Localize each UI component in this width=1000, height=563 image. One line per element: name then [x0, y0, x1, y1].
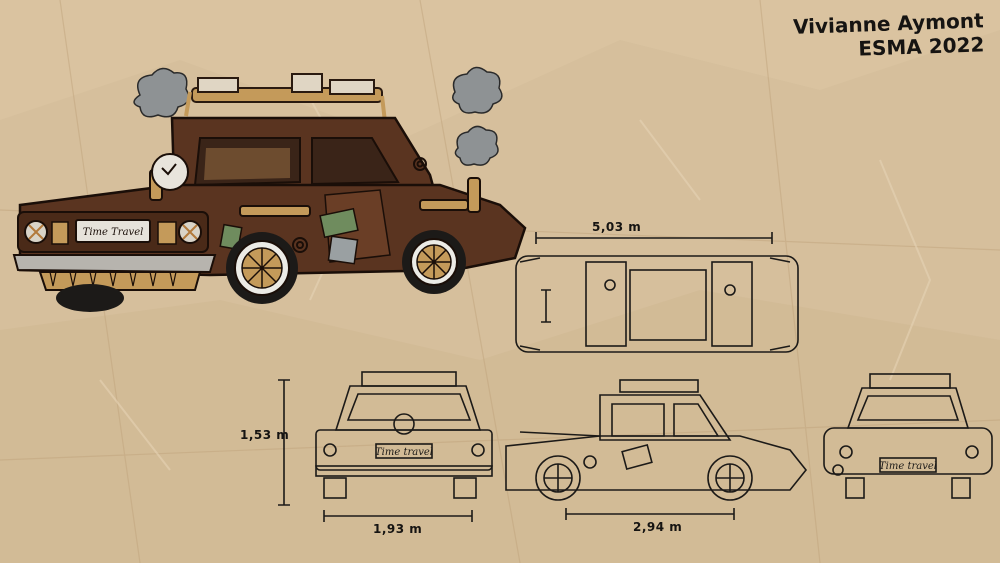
- front-view-drawing: [315, 371, 493, 499]
- rear-plate-text: Time travel: [879, 461, 937, 472]
- height-dimension-line: [278, 379, 290, 506]
- gear-icon: [292, 237, 308, 253]
- license-plate: [75, 219, 151, 243]
- gauge-icon: [151, 153, 189, 191]
- length-dimension-line: [535, 232, 773, 244]
- top-view-drawing: [515, 255, 799, 353]
- height-label: 1,53 m: [240, 428, 290, 442]
- roof-rack: [184, 73, 387, 123]
- license-plate-text: Time Travel: [83, 227, 144, 238]
- wheel-icon: [226, 232, 298, 304]
- wheel-icon: [56, 284, 124, 312]
- length-label: 5,03 m: [592, 220, 642, 234]
- front-plate-text: Time travel: [375, 447, 433, 458]
- width-label: 1,93 m: [373, 522, 423, 536]
- headlight-icon: [24, 220, 48, 244]
- side-view-drawing: [505, 379, 808, 501]
- smoke-puff-icon: [454, 125, 499, 166]
- wheelbase-dimension-line: [565, 508, 735, 520]
- gear-icon: [413, 157, 427, 171]
- wheelbase-label: 2,94 m: [633, 520, 683, 534]
- smoke-puff-icon: [452, 66, 503, 114]
- front-bumper: [12, 254, 217, 274]
- width-dimension-line: [323, 510, 473, 522]
- rear-view-drawing: [823, 373, 993, 499]
- headlight-icon: [178, 220, 202, 244]
- wheel-icon: [402, 230, 466, 294]
